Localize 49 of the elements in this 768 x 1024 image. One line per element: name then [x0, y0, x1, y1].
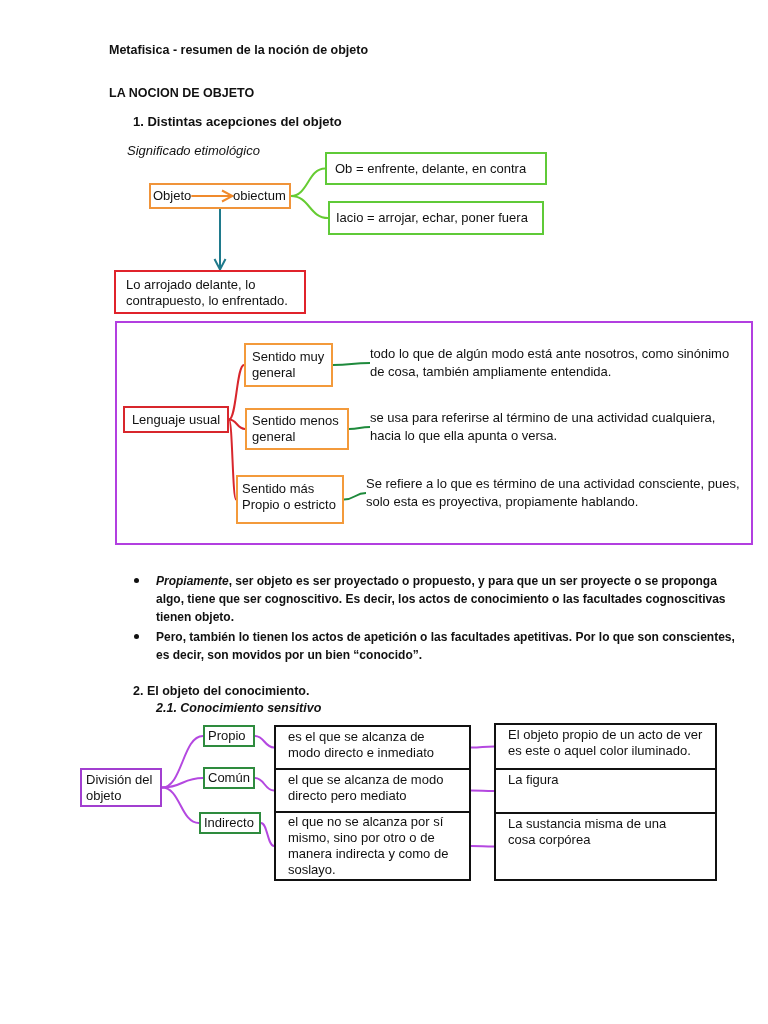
sense-box: Sentido muy general	[244, 343, 333, 387]
subheading: Significado etimológico	[127, 142, 260, 159]
type-box: Indirecto	[199, 812, 261, 834]
meaning-box: Lo arrojado delante, lo contrapuesto, lo enfrentado.	[114, 270, 306, 314]
category-box: División del objeto	[80, 768, 162, 807]
connector-line	[470, 845, 495, 848]
section-frame	[115, 321, 753, 545]
connector-line	[290, 195, 329, 219]
subheading: 2.1. Conocimiento sensitivo	[156, 700, 322, 717]
type-box: Propio	[203, 725, 255, 747]
connector-line	[228, 418, 246, 430]
connector-line	[161, 786, 200, 824]
connector-line	[254, 777, 275, 792]
example-cell: La figura	[494, 768, 717, 814]
connector-line	[161, 777, 204, 789]
arrow	[213, 208, 227, 271]
definition-text: todo lo que de algún modo está ante nosotros, como sinónimo de cosa, también ampliamente entendida.	[370, 345, 742, 381]
connector-line	[470, 745, 495, 749]
definition-cell: el que no se alcanza por sí mismo, sino por otro o de manera indirecta y como de soslayo.	[274, 811, 471, 881]
term-label: Objeto	[153, 188, 192, 204]
connector-line	[332, 362, 371, 366]
type-box: Común	[203, 767, 255, 789]
connector-line	[228, 364, 245, 421]
connector-line	[260, 822, 275, 847]
term-box	[149, 183, 291, 209]
definition-cell: el que se alcanza de modo directo pero mediato	[274, 768, 471, 813]
section-heading: LA NOCION DE OBJETO	[109, 85, 255, 102]
bullet-text: Pero, también lo tienen los actos de apetición o las facultades apetitivas. Por lo que son conscientes, es decir, son movidos por un bien “conocido”.	[156, 629, 736, 664]
section-heading: 2. El objeto del conocimiento.	[133, 683, 310, 700]
connector-line	[470, 789, 495, 792]
page-title: Metafisica - resumen de la noción de objeto	[109, 42, 369, 59]
arrow	[190, 189, 234, 203]
category-box: Lenguaje usual	[123, 406, 229, 433]
bullet-text: Propiamente, ser objeto es ser proyectado o propuesto, y para que un ser proyecte o se proponga algo, tiene que ser cognoscitivo. Es decir, los actos de conocimiento o las facultades cognoscitivas tienen objeto.	[156, 573, 727, 626]
connector-line	[343, 492, 367, 501]
example-cell: El objeto propio de un acto de ver es este o aquel color iluminado.	[494, 723, 717, 770]
connector-line	[348, 426, 371, 430]
example-cell: La sustancia misma de una cosa corpórea	[494, 812, 717, 881]
definition-text: Se refiere a lo que es término de una actividad consciente, pues, solo esta es proyectiva, propiamente hablando.	[366, 475, 746, 511]
connector-line	[228, 418, 237, 501]
definition-cell: es el que se alcanza de modo directo e inmediato	[274, 725, 471, 770]
connector-line	[254, 735, 275, 749]
section-heading: 1. Distintas acepciones del objeto	[133, 113, 342, 130]
term-label: obiectum	[233, 188, 286, 204]
sense-box: Sentido menos general	[245, 408, 349, 450]
definition-text: se usa para referirse al término de una actividad cualquiera, hacia lo que ella apunta o versa.	[370, 409, 742, 445]
sense-box: Sentido más Propio o estricto	[236, 475, 344, 524]
etymology-box: Iacio = arrojar, echar, poner fuera	[328, 201, 544, 235]
etymology-box: Ob = enfrente, delante, en contra	[325, 152, 547, 185]
